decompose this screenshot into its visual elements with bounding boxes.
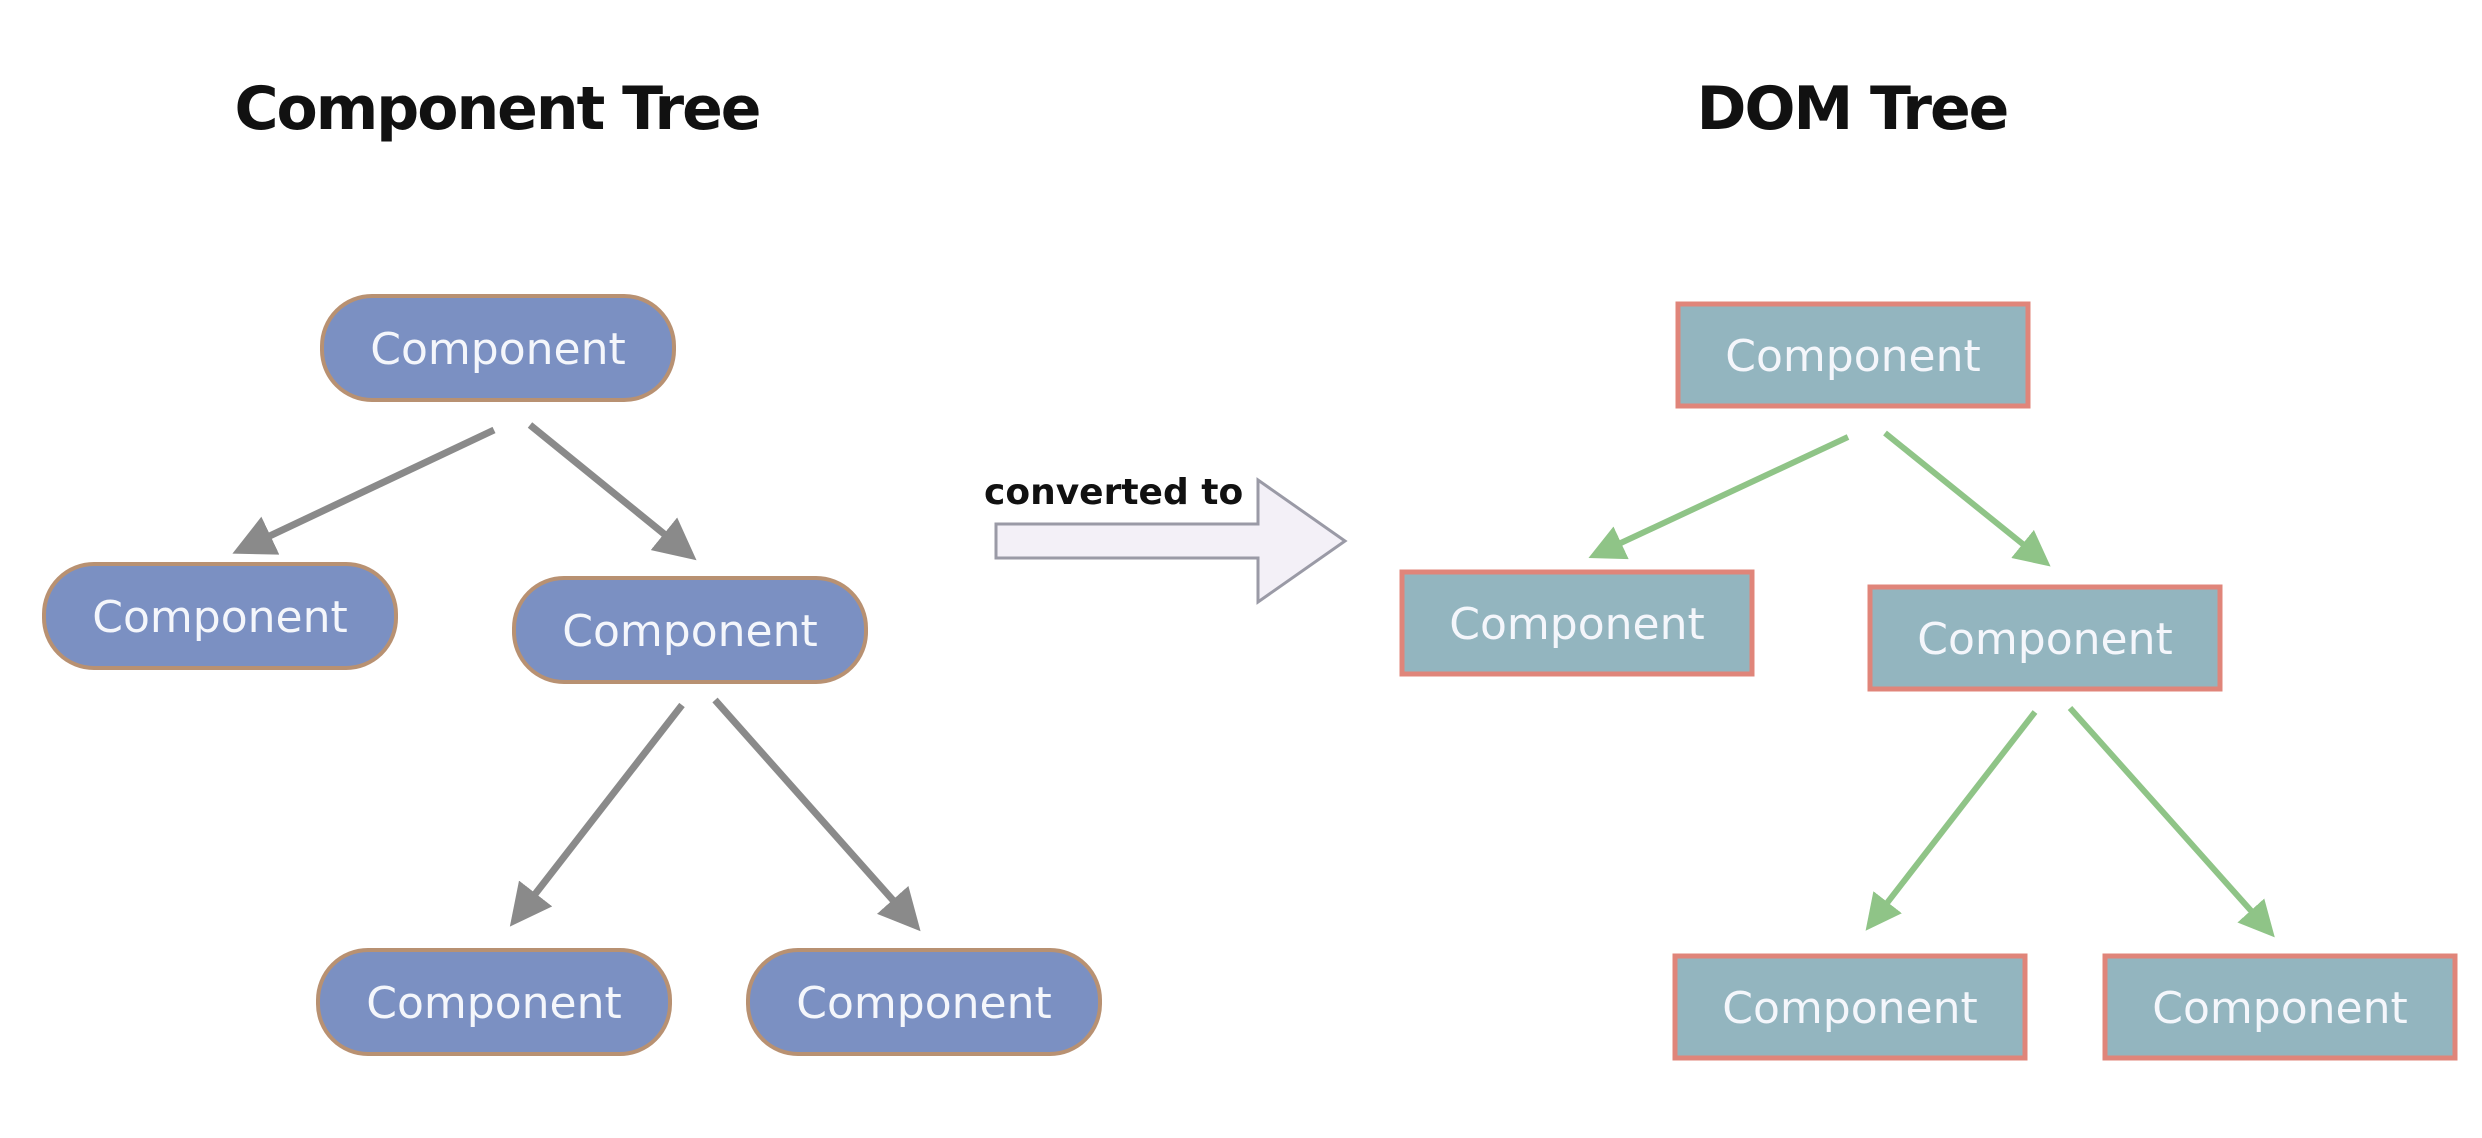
dom-node-leaf-left: Component xyxy=(1672,953,2028,1061)
conversion-label: converted to xyxy=(984,472,1243,513)
component-node-label: Component xyxy=(92,592,347,643)
dom-edge-1-2 xyxy=(1588,434,1850,560)
component-node-leaf-right: Component xyxy=(746,948,1102,1056)
dom-node-leaf-right: Component xyxy=(2102,953,2458,1061)
component-node-label: Component xyxy=(370,324,625,375)
dom-edge-1-3 xyxy=(1883,430,2051,567)
component-node-right: Component xyxy=(512,576,868,684)
dom-node-label: Component xyxy=(1725,331,1980,382)
component-node-label: Component xyxy=(366,978,621,1029)
component-edge-1-2 xyxy=(232,426,496,555)
dom-node-label: Component xyxy=(2152,983,2407,1034)
conversion-arrow: converted to xyxy=(984,472,1348,605)
dom-node-left: Component xyxy=(1399,569,1755,677)
component-node-left: Component xyxy=(42,562,398,670)
dom-tree-title: DOM Tree xyxy=(1696,74,2010,144)
component-edge-3-4 xyxy=(509,702,685,927)
component-node-root: Component xyxy=(320,294,676,402)
component-edge-3-5 xyxy=(712,697,921,932)
dom-node-label: Component xyxy=(1917,614,2172,665)
dom-edge-3-5 xyxy=(2067,706,2275,938)
component-node-leaf-left: Component xyxy=(316,948,672,1056)
dom-node-right: Component xyxy=(1867,584,2223,692)
conversion-arrow-shape xyxy=(994,477,1348,605)
component-edge-1-3 xyxy=(527,422,697,561)
component-node-label: Component xyxy=(562,606,817,657)
dom-node-root: Component xyxy=(1675,301,2031,409)
dom-edge-3-4 xyxy=(1865,710,2038,931)
component-node-label: Component xyxy=(796,978,1051,1029)
dom-node-label: Component xyxy=(1722,983,1977,1034)
component-tree-title: Component Tree xyxy=(234,74,762,144)
dom-node-label: Component xyxy=(1449,599,1704,650)
